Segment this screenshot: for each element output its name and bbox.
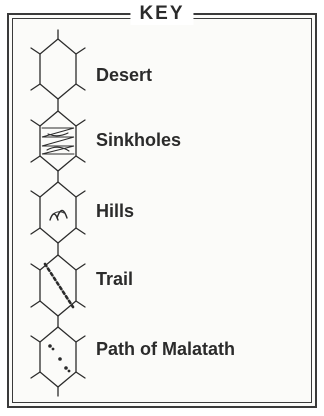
hex-symbol-column bbox=[30, 29, 86, 397]
key-legend-box: KEY bbox=[7, 3, 317, 408]
legend-label-desert: Desert bbox=[96, 65, 153, 85]
legend-label-trail: Trail bbox=[96, 269, 134, 289]
hills-hex-icon bbox=[30, 181, 86, 244]
path-of-malatath-hex-icon bbox=[30, 326, 86, 388]
sinkholes-hex-icon bbox=[30, 110, 86, 172]
legend-label-sinkholes: Sinkholes bbox=[96, 130, 182, 150]
trail-hex-icon bbox=[30, 254, 86, 317]
legend-label-path-of-malatath: Path of Malatath bbox=[96, 339, 236, 359]
desert-hex-icon bbox=[30, 38, 86, 100]
legend-label-hills: Hills bbox=[96, 201, 135, 221]
key-title: KEY bbox=[130, 3, 194, 25]
